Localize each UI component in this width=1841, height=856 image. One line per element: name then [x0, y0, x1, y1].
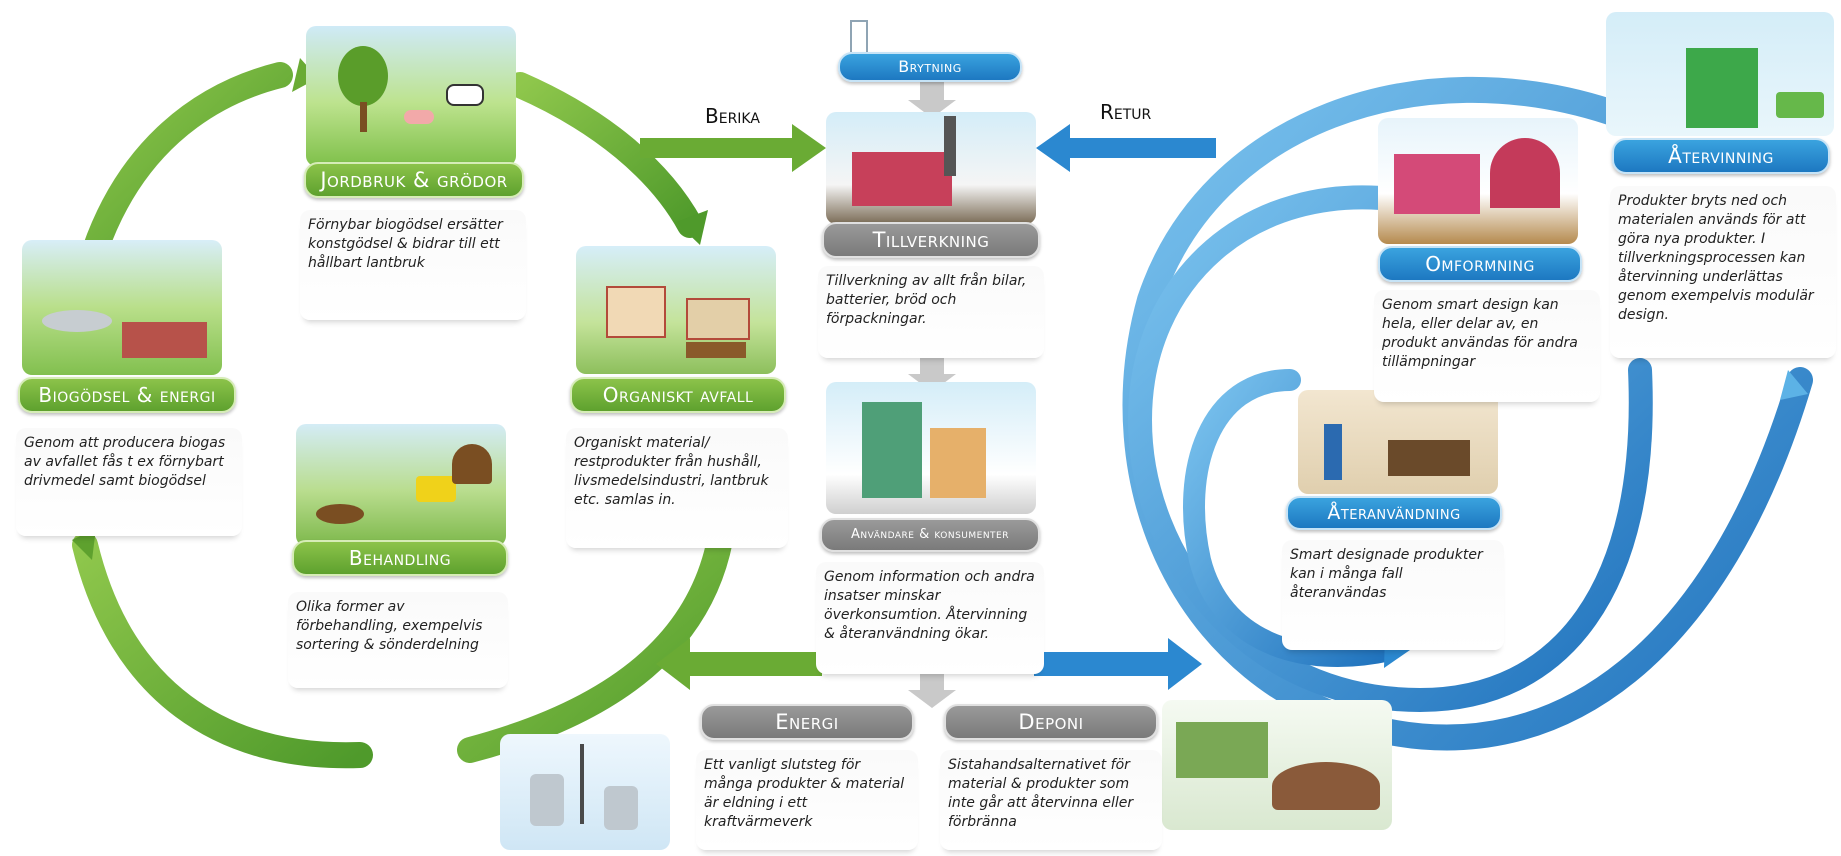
organiskt-avfall-description: Organiskt material/ restprodukter från h… — [566, 428, 788, 548]
green-cycle-ring — [72, 62, 733, 769]
atervinning-pill: Återvinning — [1612, 138, 1830, 174]
city-illustration — [826, 382, 1036, 514]
treatment-illustration — [296, 424, 506, 546]
factory-illustration — [826, 112, 1036, 224]
repair-shop-illustration — [1298, 390, 1498, 494]
green-arrowhead — [676, 210, 708, 245]
center-flow-arrows — [908, 82, 956, 708]
jordbruk-pill: Jordbruk & grödor — [304, 162, 524, 198]
blue-arrowhead — [1780, 370, 1808, 400]
bottom-green-arrow — [656, 638, 822, 690]
household-illustration — [576, 246, 776, 374]
blue-cycle-spirals — [1122, 76, 1813, 751]
landfill-illustration — [1162, 700, 1392, 830]
energi-description: Ett vanligt slutsteg för många produkter… — [696, 750, 918, 850]
berika-label: Berika — [705, 104, 760, 128]
retur-label: Retur — [1100, 100, 1152, 124]
energi-pill: Energi — [700, 704, 914, 740]
anvandare-pill: Användare & konsumenter — [820, 518, 1040, 552]
mining-tower-icon — [840, 20, 880, 52]
ateranvandning-description: Smart designade produkter kan i många fa… — [1282, 540, 1504, 650]
brytning-pill: Brytning — [838, 52, 1022, 82]
biogodsel-description: Genom att producera biogas av avfallet f… — [16, 428, 242, 536]
retur-arrow — [1036, 124, 1216, 172]
bottom-blue-arrow — [1034, 638, 1202, 690]
jordbruk-description: Förnybar biogödsel ersätter konstgödsel … — [300, 210, 526, 320]
conversion-factory-illustration — [1378, 118, 1578, 244]
omformning-pill: Omformning — [1378, 246, 1582, 282]
berika-arrow — [640, 124, 826, 172]
green-arrowhead — [292, 58, 318, 92]
biogas-plant-illustration — [22, 240, 222, 375]
tillverkning-pill: Tillverkning — [822, 222, 1040, 258]
tillverkning-description: Tillverkning av allt från bilar, batteri… — [818, 266, 1044, 358]
ateranvandning-pill: Återanvändning — [1286, 496, 1502, 530]
green-arrowhead — [72, 528, 96, 560]
recycling-plant-illustration — [1606, 12, 1834, 136]
organiskt-avfall-pill: Organiskt avfall — [570, 377, 786, 413]
anvandare-description: Genom information och andra insatser min… — [816, 562, 1044, 674]
deponi-pill: Deponi — [944, 704, 1158, 740]
atervinning-description: Produkter bryts ned och materialen använ… — [1610, 186, 1836, 358]
biogodsel-pill: Biogödsel & energi — [18, 377, 236, 413]
deponi-description: Sistahandsalternativet för material & pr… — [940, 750, 1162, 850]
behandling-pill: Behandling — [292, 540, 508, 576]
behandling-description: Olika former av förbehandling, exempelvi… — [288, 592, 508, 688]
omformning-description: Genom smart design kan hela, eller delar… — [1374, 290, 1600, 402]
power-plant-illustration — [500, 734, 670, 850]
farm-illustration — [306, 26, 516, 166]
